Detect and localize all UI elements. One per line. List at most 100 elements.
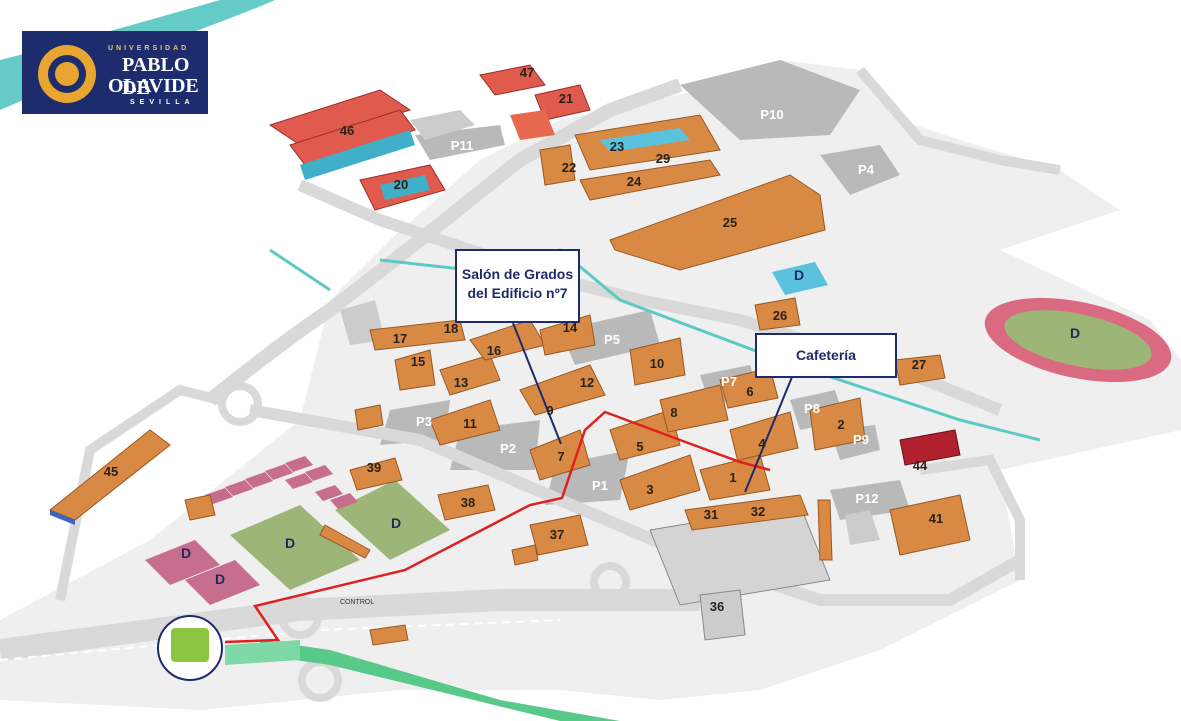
- building: [579, 159, 721, 201]
- building-label-3[interactable]: 3: [646, 482, 653, 497]
- building-label-18[interactable]: 18: [444, 321, 458, 336]
- green-strip: [260, 640, 620, 721]
- sports-label-d-1[interactable]: D: [794, 267, 804, 283]
- building-label-38[interactable]: 38: [461, 495, 475, 510]
- building: [184, 494, 216, 521]
- building-label-8[interactable]: 8: [670, 405, 677, 420]
- university-logo[interactable]: UNIVERSIDAD PABLO DE OLAVIDE SEVILLA: [22, 31, 208, 114]
- parking-label-p5[interactable]: P5: [604, 332, 620, 347]
- building-label-45[interactable]: 45: [104, 464, 118, 479]
- parking-label-p7[interactable]: P7: [721, 374, 737, 389]
- building: [511, 544, 539, 566]
- building-label-36[interactable]: 36: [710, 599, 724, 614]
- building-label-41[interactable]: 41: [929, 511, 943, 526]
- parking-label-p2[interactable]: P2: [500, 441, 516, 456]
- building-label-14[interactable]: 14: [563, 320, 578, 335]
- logo-name-line1: PABLO DE: [122, 54, 190, 99]
- building-label-21[interactable]: 21: [559, 91, 573, 106]
- map-labels: 1234567891011121314151617182021222324252…: [104, 65, 1080, 614]
- parking-label-p12[interactable]: P12: [855, 491, 878, 506]
- building-label-5[interactable]: 5: [636, 439, 643, 454]
- building-facade: [300, 130, 415, 180]
- court-pink: [305, 465, 333, 481]
- building-label-31[interactable]: 31: [704, 507, 718, 522]
- building: [437, 484, 496, 521]
- court-pink: [285, 456, 313, 472]
- building-label-11[interactable]: 11: [463, 416, 477, 431]
- building: [349, 457, 403, 491]
- parking-label-p3[interactable]: P3: [416, 414, 432, 429]
- building-label-12[interactable]: 12: [580, 375, 594, 390]
- sports-label-d-6[interactable]: D: [215, 571, 225, 587]
- building: [369, 624, 409, 646]
- building: [809, 397, 866, 451]
- building-label-13[interactable]: 13: [454, 375, 468, 390]
- building-label-22[interactable]: 22: [562, 160, 576, 175]
- building: [439, 354, 501, 396]
- parking-area: [560, 310, 660, 365]
- building: [429, 399, 501, 446]
- metro-icon: [171, 628, 209, 662]
- sports-label-d-5[interactable]: D: [181, 545, 191, 561]
- building-label-24[interactable]: 24: [627, 174, 642, 189]
- building-label-15[interactable]: 15: [411, 354, 425, 369]
- building-label-4[interactable]: 4: [758, 436, 766, 451]
- building-label-2[interactable]: 2: [837, 417, 844, 432]
- building: [754, 297, 801, 331]
- green-strip: [225, 640, 300, 665]
- callout-cafeteria[interactable]: Cafetería: [755, 333, 897, 378]
- parking-label-p11[interactable]: P11: [451, 138, 473, 153]
- building: [889, 494, 971, 556]
- building-label-27[interactable]: 27: [912, 357, 926, 372]
- parking-label-p1[interactable]: P1: [592, 478, 608, 493]
- building-label-26[interactable]: 26: [773, 308, 787, 323]
- court-pink: [205, 488, 233, 504]
- building-label-17[interactable]: 17: [393, 331, 407, 346]
- building-label-9[interactable]: 9: [546, 403, 553, 418]
- building: [609, 409, 681, 461]
- sports-label-d-4[interactable]: D: [285, 535, 295, 551]
- building-label-23[interactable]: 23: [610, 139, 624, 154]
- building-label-7[interactable]: 7: [557, 449, 564, 464]
- building-label-39[interactable]: 39: [367, 460, 381, 475]
- callout-salon-de-grados[interactable]: Salón de Grados del Edificio nº7: [455, 249, 580, 323]
- building-label-10[interactable]: 10: [650, 356, 664, 371]
- building: [609, 174, 826, 271]
- road: [0, 589, 700, 661]
- building-label-37[interactable]: 37: [550, 527, 564, 542]
- building-label-32[interactable]: 32: [751, 504, 765, 519]
- tower: [817, 499, 833, 561]
- court-pink: [265, 464, 293, 480]
- parking-label-p8[interactable]: P8: [804, 401, 820, 416]
- building: [729, 411, 799, 463]
- building-label-1[interactable]: 1: [729, 470, 736, 485]
- court-pink: [315, 485, 343, 501]
- building: [659, 384, 729, 433]
- logo-university: UNIVERSIDAD: [108, 45, 190, 52]
- building: [719, 367, 779, 409]
- parking-label-p9[interactable]: P9: [853, 432, 869, 447]
- building-label-46[interactable]: 46: [340, 123, 354, 138]
- parking-label-p4[interactable]: P4: [858, 162, 875, 177]
- canal: [269, 248, 331, 292]
- sports-label-d-2[interactable]: D: [1070, 325, 1080, 341]
- building: [394, 349, 436, 391]
- court-pink: [225, 480, 253, 496]
- callout-pointer-salon: [512, 322, 562, 445]
- parking-label-p10[interactable]: P10: [760, 107, 783, 122]
- building: [845, 510, 880, 545]
- court-pink: [185, 560, 260, 605]
- building-label-6[interactable]: 6: [746, 384, 753, 399]
- road: [919, 454, 1025, 580]
- road: [205, 78, 683, 406]
- building-label-20[interactable]: 20: [394, 177, 408, 192]
- building-label-47[interactable]: 47: [520, 65, 534, 80]
- sports-label-d-3[interactable]: D: [391, 515, 401, 531]
- building-label-25[interactable]: 25: [723, 215, 737, 230]
- building-label-16[interactable]: 16: [487, 343, 501, 358]
- building-label-29[interactable]: 29: [656, 151, 670, 166]
- logo-name-line2: OLAVIDE: [108, 75, 199, 97]
- building-label-44[interactable]: 44: [913, 458, 928, 473]
- building: [289, 109, 416, 166]
- building: [479, 64, 546, 96]
